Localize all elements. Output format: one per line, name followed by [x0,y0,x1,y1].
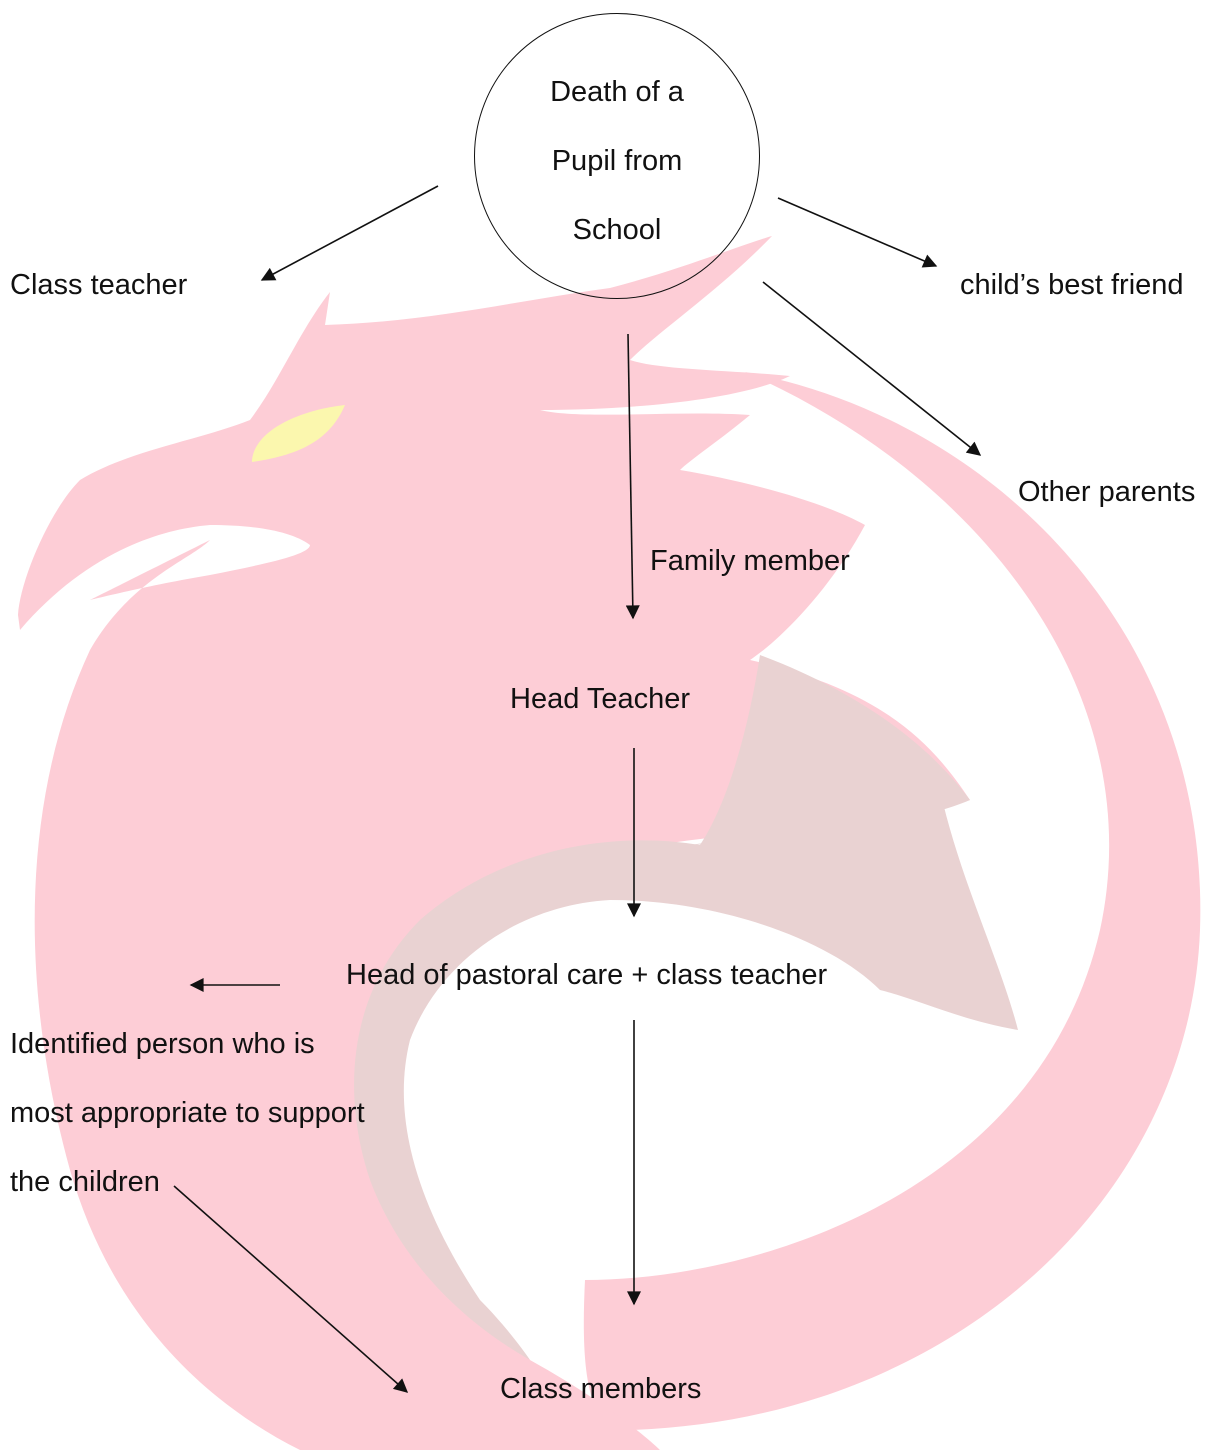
death-of-pupil-label: Death of a Pupil from School [475,58,759,265]
class-members-node: Class members [500,1373,702,1405]
arrow-to-head-teacher [625,333,640,620]
other-parents-node: Other parents [1018,476,1196,508]
watermark-crescent-shape [583,372,1201,1431]
head-teacher-node: Head Teacher [510,683,691,715]
pastoral-care-node: Head of pastoral care + class teacher [346,959,828,991]
watermark-head-shape [18,236,970,1450]
arrow-support-to-class-members [173,1185,409,1393]
support-label-line: Identified person who is [10,1028,315,1060]
watermark-shadow-shape [354,655,1018,1360]
arrow-to-other-parents [762,281,982,456]
death-label-line: School [572,214,662,246]
death-label-line: Death of a [550,76,684,108]
death-label-line: Pupil from [551,145,683,177]
arrow-to-best-friend [777,197,938,268]
support-label-line: the children [10,1166,160,1198]
death-of-pupil-node: Death of a Pupil from School [474,13,760,299]
family-member-node: Family member [650,545,850,577]
watermark-eye-shape [252,405,345,462]
best-friend-node: child’s best friend [960,269,1184,301]
support-label-line: most appropriate to support [10,1097,365,1129]
arrow-to-class-teacher [260,185,439,281]
class-teacher-node: Class teacher [10,269,188,301]
support-person-node: Identified person who is most appropriat… [10,1010,365,1217]
